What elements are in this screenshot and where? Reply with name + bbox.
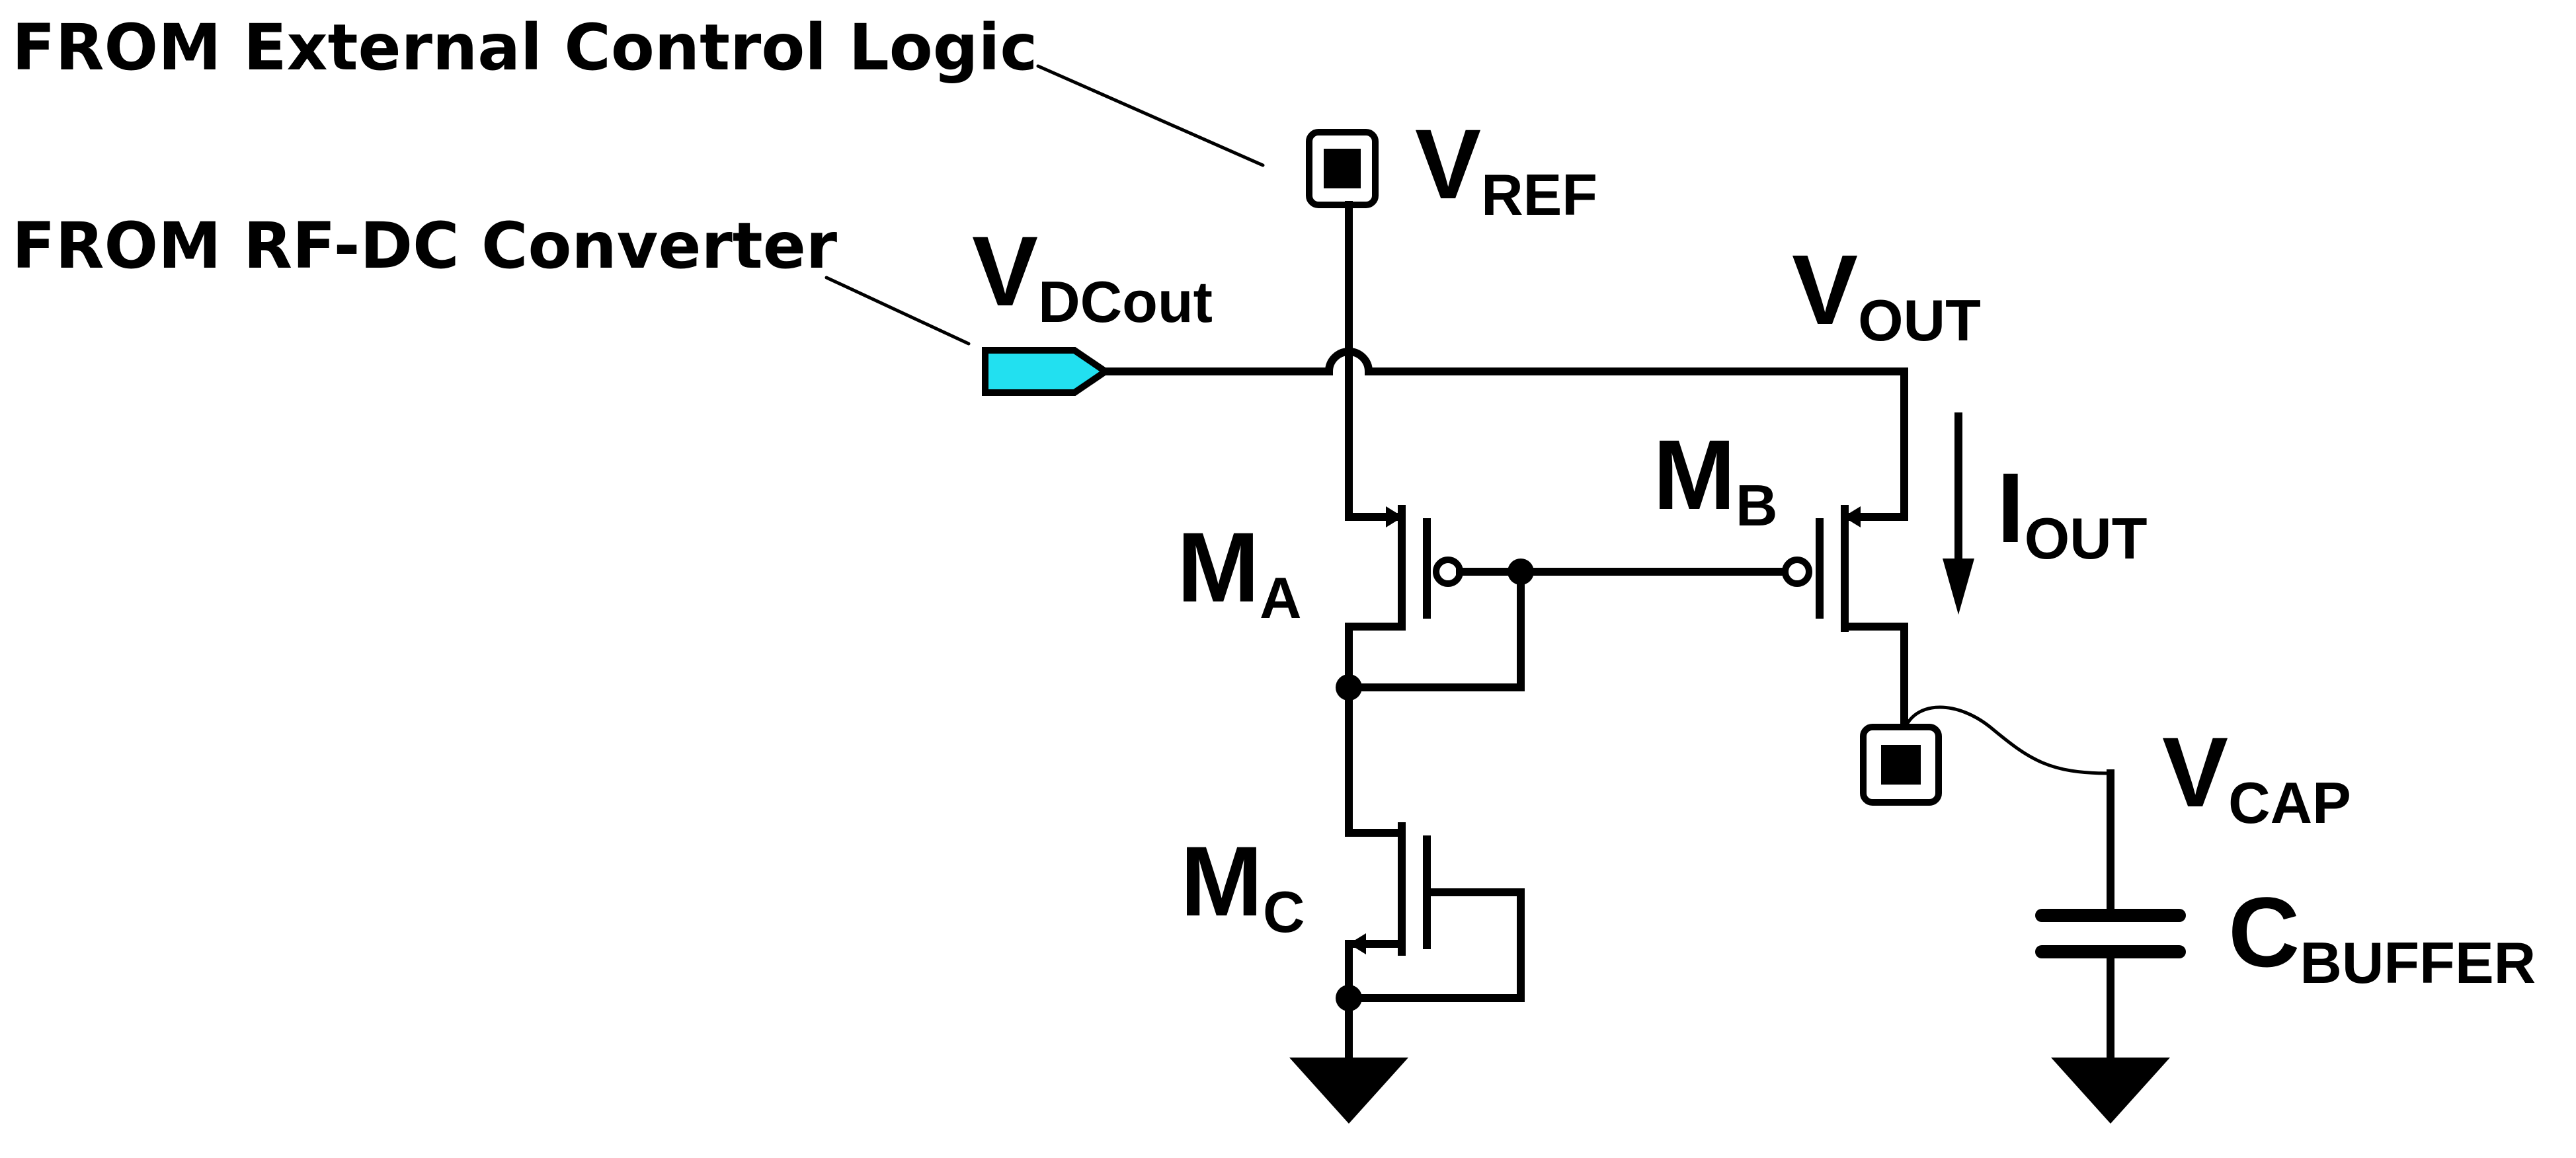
capacitor-cbuffer xyxy=(2035,769,2186,1062)
vout-label: VOUT xyxy=(1792,234,1981,353)
pointer-line-external-control xyxy=(1036,64,1265,167)
ground-symbol-mc xyxy=(1289,1058,1408,1124)
ma-diode-connection xyxy=(1345,568,1525,691)
iout-arrow xyxy=(1943,412,1974,615)
transistor-mc xyxy=(1336,822,1525,1062)
mb-gate-bubble xyxy=(1782,557,1812,587)
mc-source-arrow xyxy=(1349,933,1366,954)
pointer-line-rf-dc xyxy=(825,276,971,346)
vref-pin[interactable] xyxy=(1306,129,1379,208)
vcap-pin[interactable] xyxy=(1860,724,1942,806)
vdcout-input-port[interactable] xyxy=(982,347,1111,396)
vout-rail-wire xyxy=(1102,348,1908,513)
annotation-rf-dc-converter: FROM RF-DC Converter xyxy=(12,209,838,283)
vref-wire xyxy=(1345,201,1406,521)
ma-label: MA xyxy=(1177,512,1302,631)
iout-label: IOUT xyxy=(1997,452,2147,571)
transistor-ma xyxy=(1345,505,1463,691)
vdcout-label: VDCout xyxy=(972,215,1213,334)
annotation-external-control: FROM External Control Logic xyxy=(12,11,1037,85)
cbuffer-label: CBUFFER xyxy=(2228,876,2536,995)
bond-wire xyxy=(1904,705,2111,775)
transistor-mb xyxy=(1782,505,1908,731)
ma-source-arrow xyxy=(1386,506,1403,527)
mc-drain-wire xyxy=(1345,683,1406,837)
mc-source-junction-dot xyxy=(1336,985,1362,1011)
ground-symbol-capacitor xyxy=(2051,1058,2170,1124)
mc-label: MC xyxy=(1180,826,1305,945)
vref-label: VREF xyxy=(1415,108,1597,227)
mb-label: MB xyxy=(1653,419,1778,538)
vcap-label: VCAP xyxy=(2162,716,2351,835)
